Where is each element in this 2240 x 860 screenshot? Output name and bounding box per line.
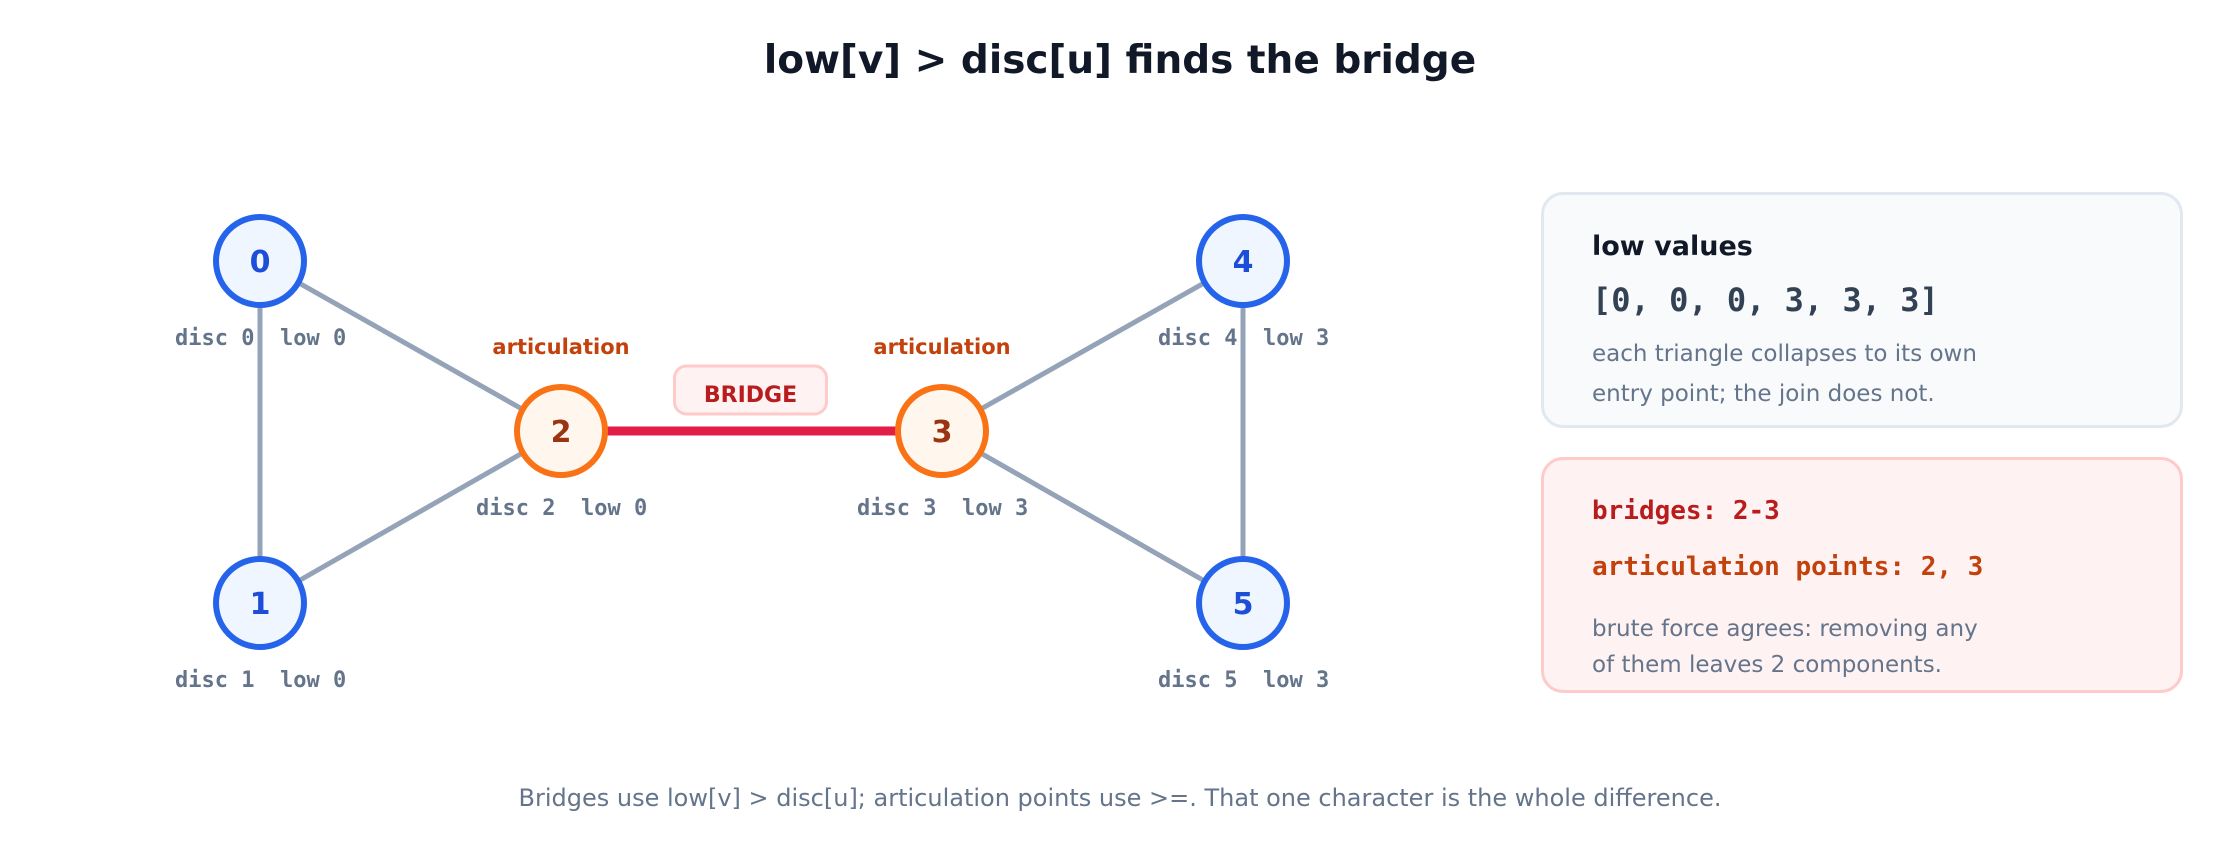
bridges-result: bridges: 2-3: [1592, 496, 1780, 526]
node-5-low: low 3: [1263, 668, 1329, 693]
node-1-id: 1: [250, 587, 271, 622]
low-values-array: [0, 0, 0, 3, 3, 3]: [1592, 281, 1939, 319]
node-0-id: 0: [250, 245, 271, 280]
node-3-disc: disc 3: [857, 496, 936, 521]
bridge-tag-label: BRIDGE: [704, 383, 797, 408]
node-3-id: 3: [932, 415, 953, 450]
node-4-disc: disc 4: [1158, 326, 1237, 351]
node-3-articulation-label: articulation: [873, 335, 1010, 359]
results-note-line-1: brute force agrees: removing any: [1592, 616, 1978, 642]
node-0: [213, 214, 307, 308]
node-2-disc: disc 2: [476, 496, 555, 521]
node-3: [895, 384, 989, 478]
node-5-id: 5: [1233, 587, 1254, 622]
node-4-id: 4: [1233, 245, 1254, 280]
node-1: [213, 556, 307, 650]
node-2-low: low 0: [581, 496, 647, 521]
bridge-tag: [673, 364, 828, 416]
node-5: [1196, 556, 1290, 650]
results-note-line-2: of them leaves 2 components.: [1592, 652, 1942, 678]
node-1-disc: disc 1: [175, 668, 254, 693]
node-4: [1196, 214, 1290, 308]
results-panel: bridges: 2-3 articulation points: 2, 3 b…: [1541, 457, 2183, 693]
edge-3-5: [939, 428, 1246, 606]
articulation-points-result: articulation points: 2, 3: [1592, 552, 1984, 582]
edge-0-2: [257, 258, 564, 434]
page-title: low[v] > disc[u] finds the bridge: [763, 38, 1477, 83]
node-0-low: low 0: [280, 326, 346, 351]
node-1-low: low 0: [280, 668, 346, 693]
bridge-graph-diagram: BRIDGE 0 1 2 3 4 5 disc 0 low 0 disc 1 low 0 disc…: [175, 214, 1329, 693]
edge-1-2: [257, 428, 564, 606]
node-2: [514, 384, 608, 478]
footer-caption: Bridges use low[v] > disc[u]; articulati…: [518, 784, 1722, 812]
node-3-low: low 3: [962, 496, 1028, 521]
node-2-articulation-label: articulation: [492, 335, 629, 359]
edge-3-4: [939, 258, 1246, 434]
node-4-low: low 3: [1263, 326, 1329, 351]
node-5-disc: disc 5: [1158, 668, 1237, 693]
low-values-panel: low values [0, 0, 0, 3, 3, 3] each trian…: [1541, 192, 2183, 428]
node-2-id: 2: [551, 415, 572, 450]
low-values-heading: low values: [1592, 231, 1753, 262]
low-values-note-line-2: entry point; the join does not.: [1592, 381, 1935, 407]
node-0-disc: disc 0: [175, 326, 254, 351]
low-values-note-line-1: each triangle collapses to its own: [1592, 341, 1977, 367]
